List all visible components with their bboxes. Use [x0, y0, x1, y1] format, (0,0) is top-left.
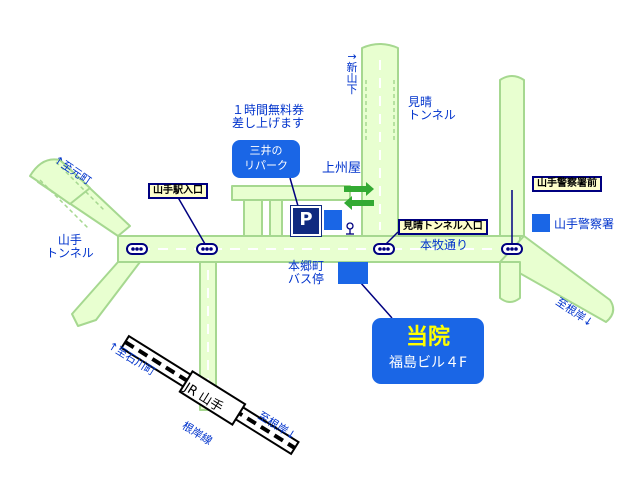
busstop-motomachi-label: 本郷町 バス停	[288, 260, 324, 286]
road-east-south	[499, 261, 521, 303]
road-parking-mid	[269, 199, 283, 237]
free-ticket-line1: １時間無料券	[232, 103, 305, 117]
yamate-tunnel-line1: 山手	[57, 233, 82, 247]
to-shinyamashita-label: ↑新山下	[345, 52, 358, 95]
clinic-name: 当院	[405, 325, 450, 350]
yamate-tunnel-line2: トンネル	[46, 246, 94, 260]
mihare-tunnel-dash	[365, 80, 395, 140]
honmoku-street-label: 本牧通り	[420, 238, 469, 252]
parking-sign-icon: P	[291, 206, 321, 236]
mihare-tunnel-line1: 見晴	[408, 95, 433, 109]
free-ticket-line2: 差し上げます	[232, 116, 305, 130]
police-building	[532, 214, 550, 232]
busstop-police-front: 山手警察署前	[532, 176, 602, 192]
clinic-callout: 当院 福島ビル４F	[372, 318, 484, 384]
yamate-tunnel-label: 山手 トンネル	[46, 234, 94, 260]
parking-name-line1: 三井の	[249, 144, 283, 157]
mihare-tunnel-label: 見晴 トンネル	[408, 96, 456, 122]
yamate-tunnel-dash	[39, 161, 105, 229]
road-parking-loop	[231, 185, 351, 201]
road-parking-left	[243, 199, 263, 237]
road-lower-left	[71, 261, 141, 327]
mihare-tunnel-line2: トンネル	[408, 108, 456, 122]
busstop-motomachi-line1: 本郷町	[288, 259, 325, 273]
clinic-building-name: 福島ビル４F	[388, 355, 468, 371]
road-upper-left	[29, 158, 91, 205]
busstop-motomachi-line2: バス停	[288, 272, 325, 286]
bus-stop-markers	[126, 243, 523, 255]
road-lower-right	[499, 235, 615, 323]
police-label: 山手警察署	[554, 217, 615, 231]
jyoshuya-building	[324, 210, 342, 230]
one-way-arrows	[344, 182, 374, 210]
parking-callout: 三井の リパーク	[232, 140, 300, 178]
jyoshuya-label: 上州屋	[322, 161, 362, 176]
busstop-mihare-tunnel: 見晴トンネル入口	[398, 219, 488, 235]
busstop-yamate-station: 山手駅入口	[148, 183, 208, 199]
clinic-building	[338, 262, 368, 284]
free-ticket-notice: １時間無料券 差し上げます	[232, 104, 304, 130]
road-east-north	[499, 75, 525, 237]
parking-name-line2: リパーク	[244, 159, 288, 172]
